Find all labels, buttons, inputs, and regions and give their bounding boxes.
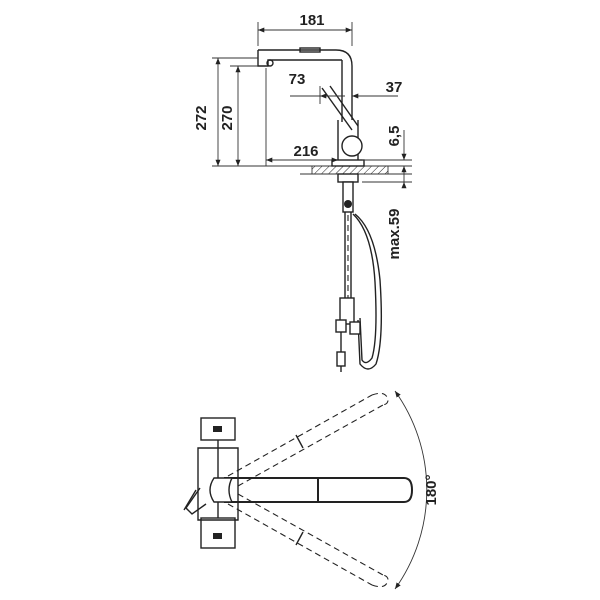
dimension-216: 216 [265, 68, 338, 166]
dimension-6-5-label: 6,5 [386, 126, 403, 147]
lever [183, 487, 207, 515]
spout-swing-upper [227, 392, 389, 487]
spout-swing-lower [227, 493, 389, 588]
side-view: 181 73 37 272 270 216 [193, 12, 412, 372]
dimension-73-label: 73 [289, 71, 306, 88]
dimension-73: 73 [289, 71, 345, 104]
faucet-body [257, 47, 365, 213]
mounting-plate [197, 417, 239, 549]
dimension-216-label: 216 [293, 143, 318, 160]
dimension-272-270: 272 270 [193, 57, 330, 167]
swing-angle-label: 180° [423, 474, 440, 505]
dimension-max59-label: max.59 [386, 209, 403, 260]
dimension-181: 181 [257, 12, 353, 46]
dimension-37-label: 37 [386, 79, 403, 96]
dimension-270-label: 270 [219, 105, 236, 130]
swing-arc: 180° [394, 390, 440, 590]
dimension-37: 37 [352, 79, 403, 99]
dimension-181-label: 181 [299, 12, 324, 29]
countertop [300, 165, 410, 175]
top-view: 180° [183, 390, 440, 590]
dimension-max59: max.59 [362, 173, 412, 260]
spout-center-position [209, 477, 414, 503]
dimension-272-label: 272 [193, 105, 210, 130]
supply-lines [335, 212, 383, 372]
